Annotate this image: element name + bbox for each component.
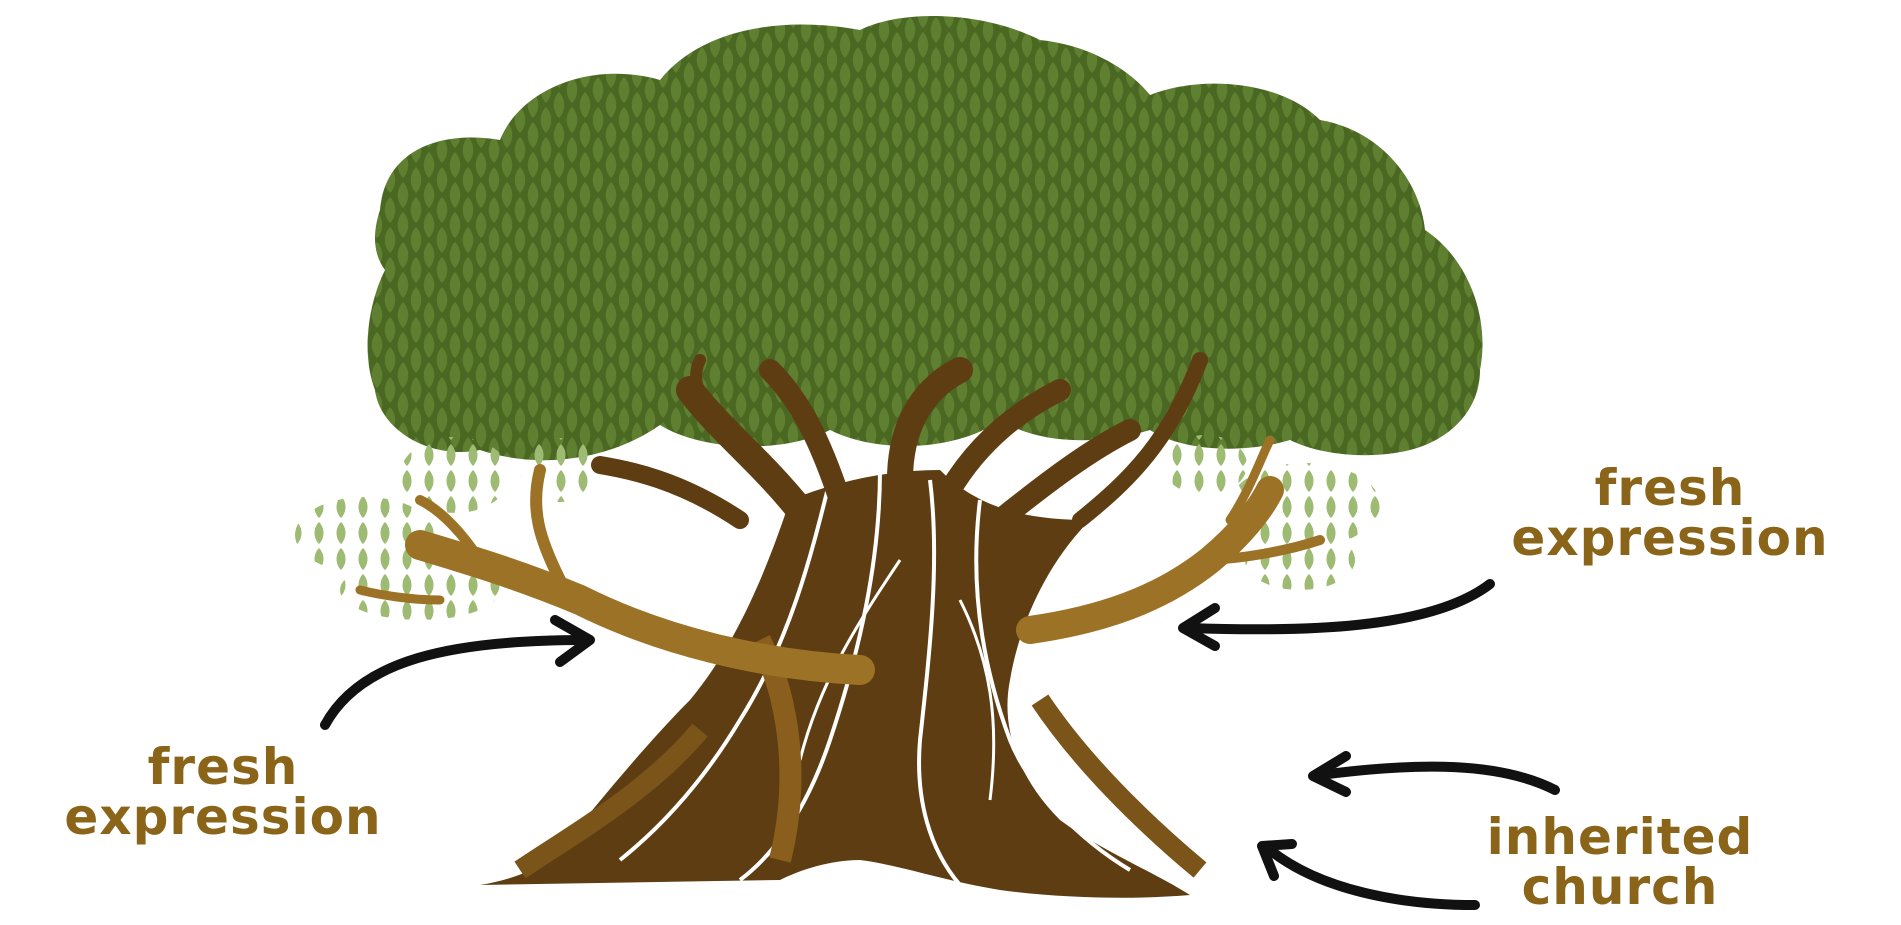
label-line: church xyxy=(1420,862,1820,912)
label-line: inherited xyxy=(1420,812,1820,862)
label-fresh-expression-right: fresh expression xyxy=(1450,463,1890,563)
label-line: fresh xyxy=(8,742,438,792)
trunk xyxy=(480,470,1200,898)
label-line: expression xyxy=(1450,513,1890,563)
label-line: fresh xyxy=(1450,463,1890,513)
label-fresh-expression-left: fresh expression xyxy=(8,742,438,842)
label-line: expression xyxy=(8,792,438,842)
label-inherited-church: inherited church xyxy=(1420,812,1820,912)
